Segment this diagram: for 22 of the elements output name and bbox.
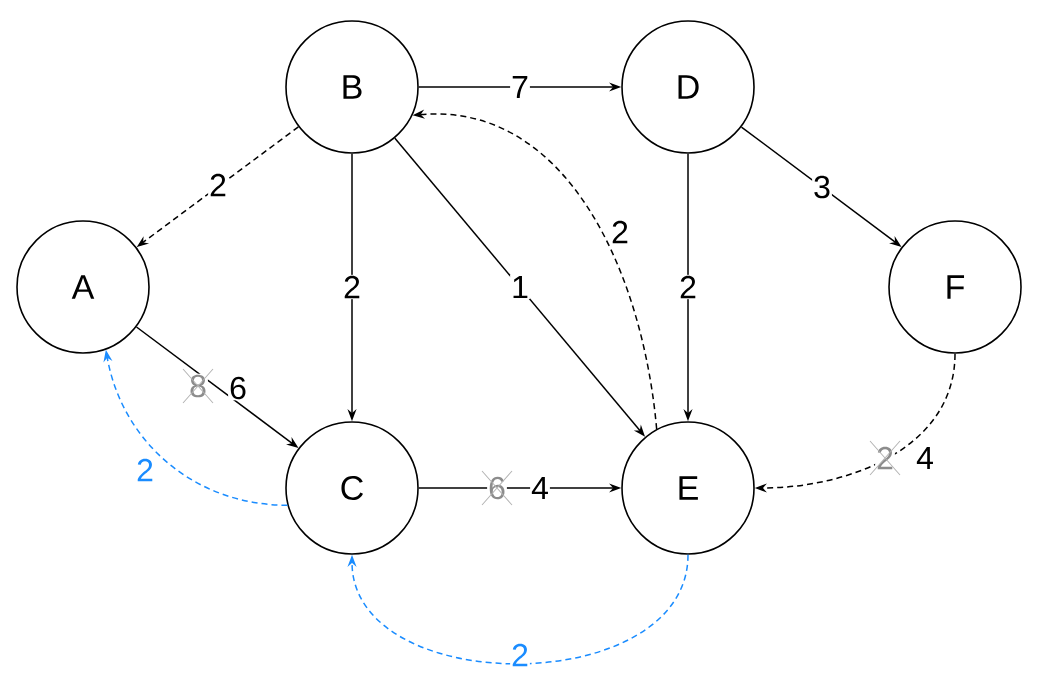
graph-node: F — [888, 220, 1022, 354]
edge-label: 2 — [208, 172, 228, 198]
edge-label: 2 — [678, 274, 698, 300]
edge-label: 1 — [510, 275, 530, 299]
edge-label: 2 — [610, 219, 630, 245]
edge-label: 4 — [915, 446, 935, 470]
edge-label: 6 — [228, 375, 248, 401]
graph-node: B — [285, 20, 419, 154]
edge-label: 7 — [510, 75, 530, 99]
arrow — [347, 554, 689, 665]
edge-label: 2 — [135, 457, 155, 483]
crossed-out-number: 6 — [481, 470, 513, 506]
graph-node: E — [621, 421, 755, 555]
crossed-out-number: 8 — [182, 368, 214, 404]
edge-label: 4 — [530, 476, 550, 500]
graph-node: C — [285, 421, 419, 555]
edge-label: 3 — [812, 174, 832, 200]
edge-label: 2 — [510, 642, 530, 668]
graph-node: D — [621, 20, 755, 154]
crossed-out-number: 2 — [869, 440, 901, 476]
edge-label: 2 — [342, 274, 362, 300]
graph-node: A — [16, 220, 150, 354]
